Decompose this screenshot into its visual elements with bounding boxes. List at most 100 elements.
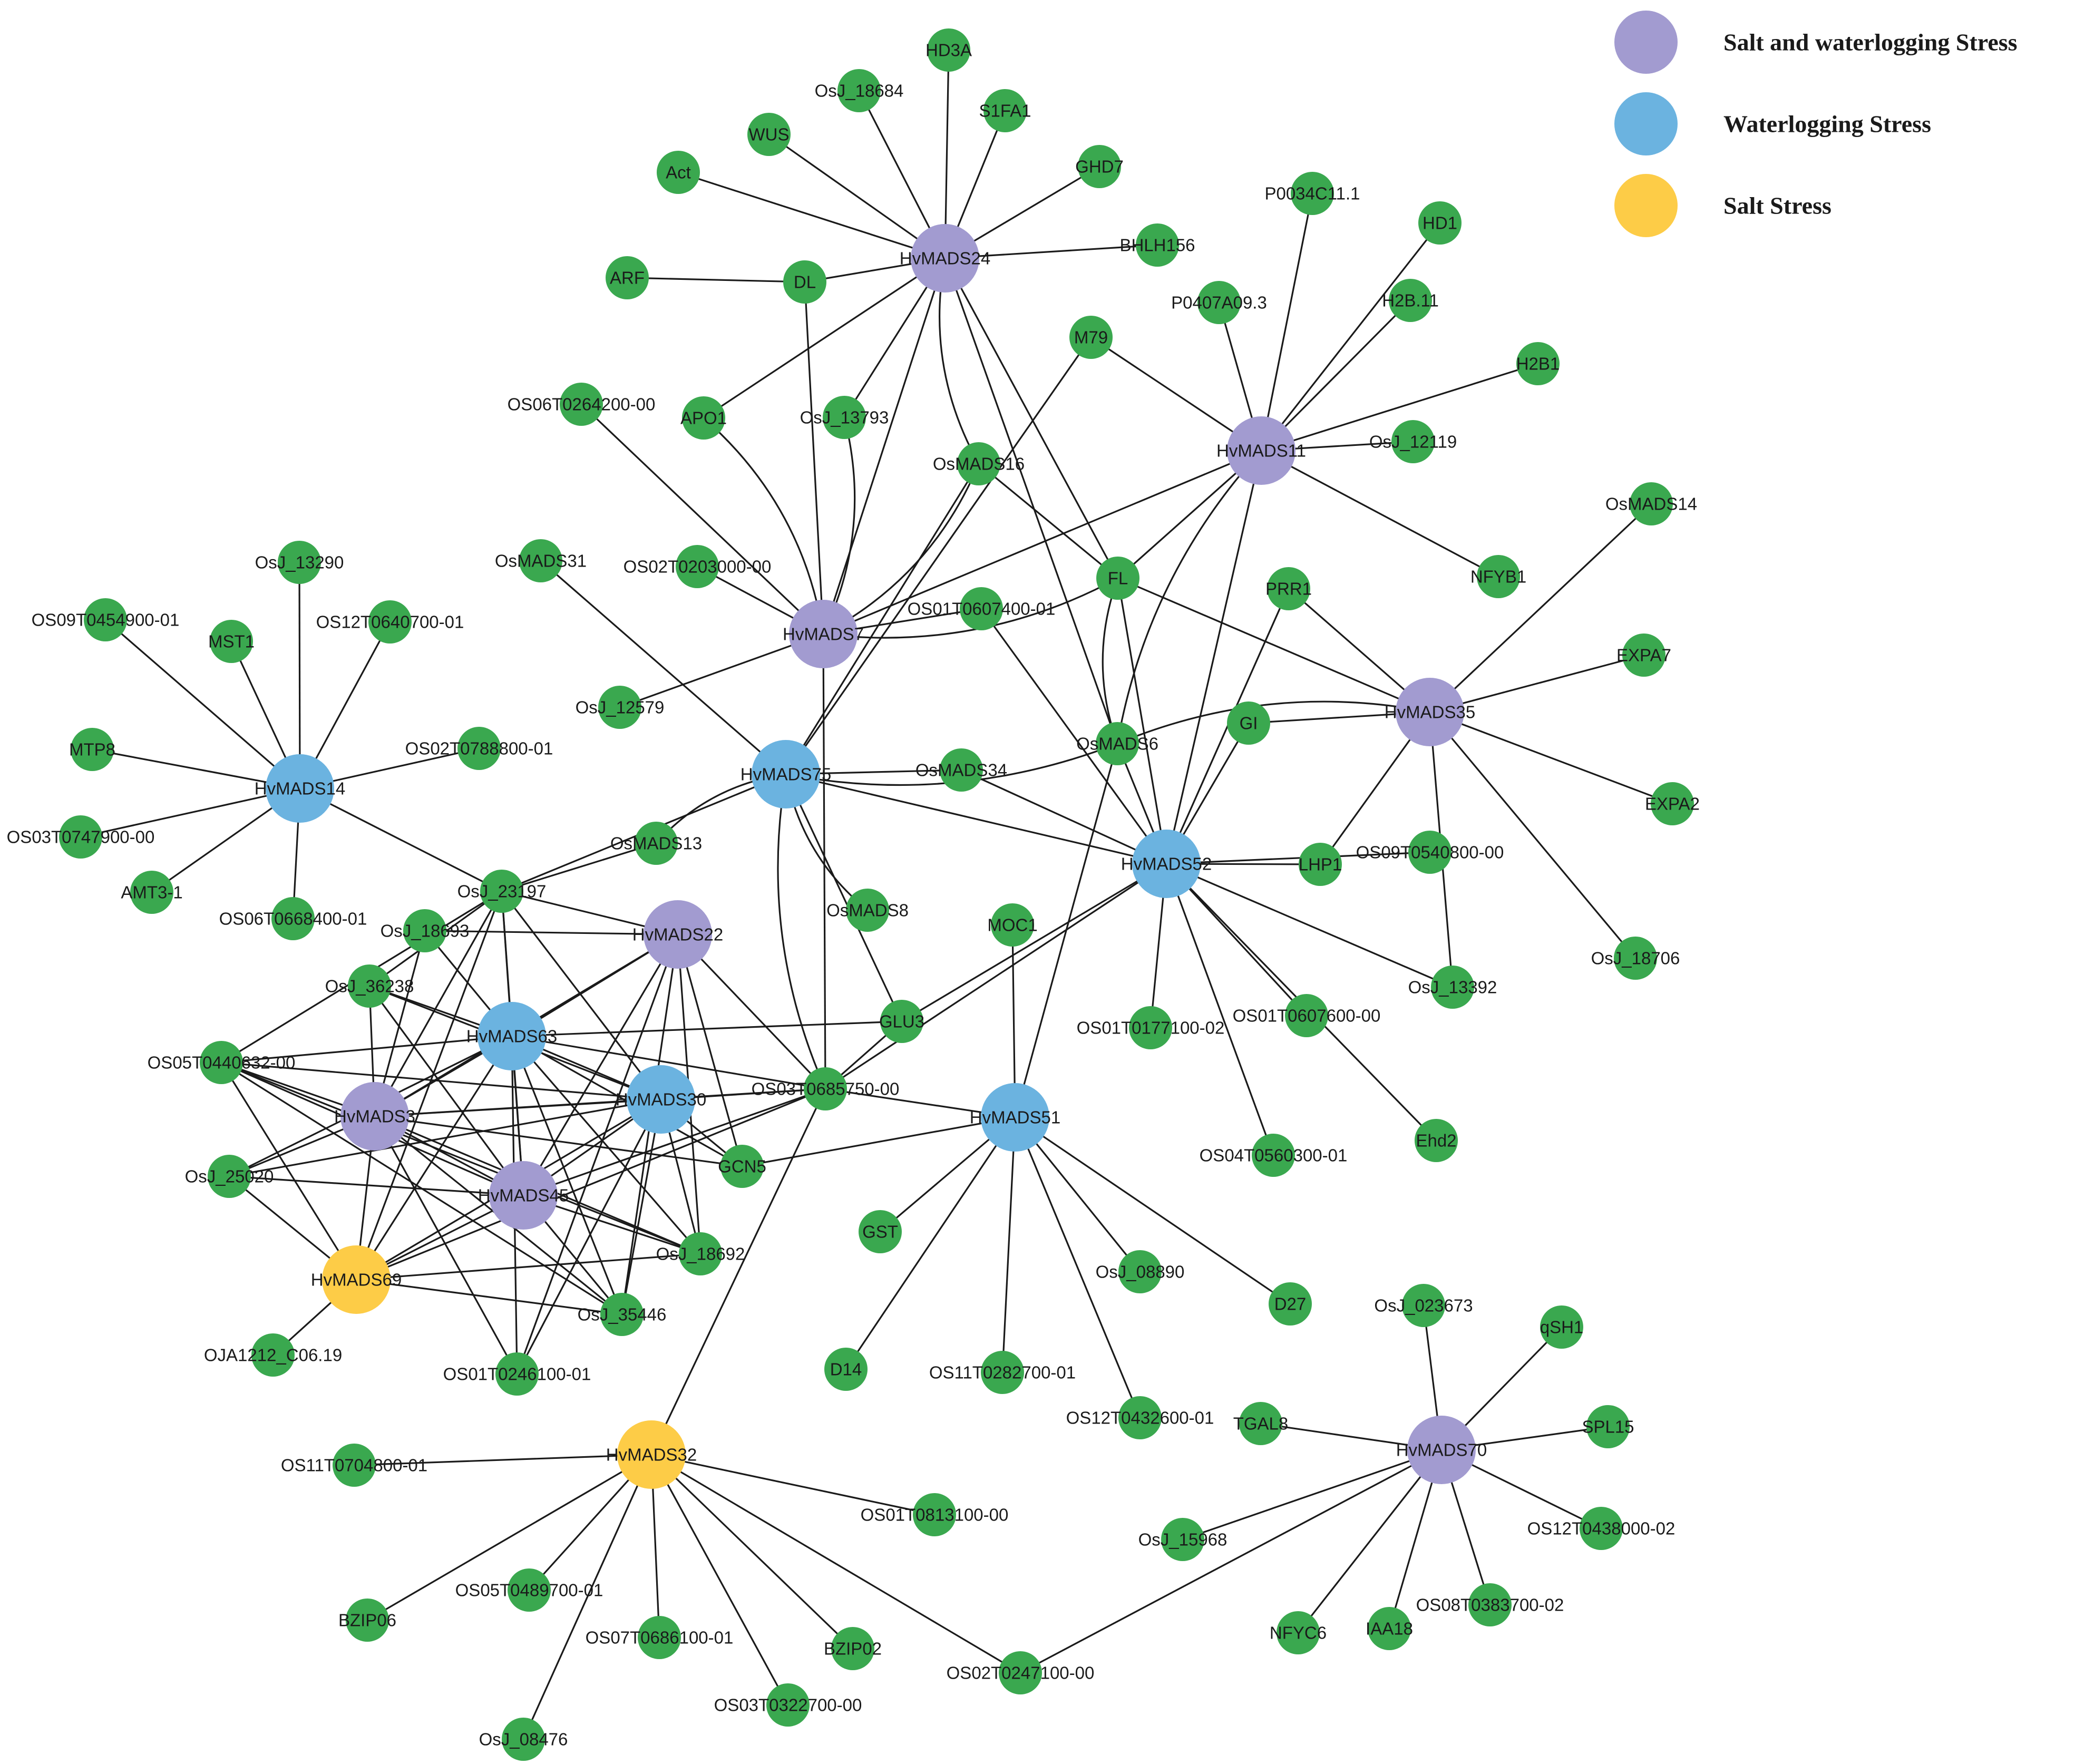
partner-node-os12t0640700-01[interactable]: OS12T0640700-01 [316, 600, 464, 644]
node-circle[interactable] [368, 600, 412, 644]
partner-node-ehd2[interactable]: Ehd2 [1415, 1119, 1458, 1162]
partner-node-bzip06[interactable]: BZIP06 [338, 1599, 396, 1642]
node-circle[interactable] [804, 1067, 847, 1110]
partner-node-ghd7[interactable]: GHD7 [1075, 145, 1124, 188]
partner-node-os11t0282700-01[interactable]: OS11T0282700-01 [929, 1351, 1076, 1394]
node-circle[interactable] [348, 964, 391, 1008]
partner-node-prr1[interactable]: PRR1 [1265, 567, 1312, 610]
partner-node-lhp1[interactable]: LHP1 [1299, 843, 1342, 886]
partner-node-osj-36238[interactable]: OsJ_36238 [325, 964, 414, 1008]
node-circle[interactable] [606, 256, 649, 299]
node-circle[interactable] [266, 754, 334, 823]
partner-node-spl15[interactable]: SPL15 [1582, 1405, 1634, 1448]
partner-node-os02t0203000-00[interactable]: OS02T0203000-00 [624, 545, 772, 588]
node-circle[interactable] [59, 815, 102, 859]
partner-node-os05t0440632-00[interactable]: OS05T0440632-00 [148, 1041, 296, 1084]
partner-node-s1fa1[interactable]: S1FA1 [979, 89, 1031, 132]
node-circle[interactable] [1069, 316, 1113, 359]
node-circle[interactable] [837, 69, 881, 112]
node-circle[interactable] [823, 396, 866, 439]
node-circle[interactable] [1431, 966, 1474, 1009]
node-circle[interactable] [1516, 342, 1560, 385]
node-circle[interactable] [1227, 416, 1295, 485]
partner-node-d14[interactable]: D14 [824, 1348, 868, 1391]
node-circle[interactable] [859, 1210, 902, 1253]
node-circle[interactable] [824, 1348, 868, 1391]
hub-node-hvmads63[interactable]: HvMADS63 [466, 1002, 557, 1070]
node-circle[interactable] [403, 909, 446, 952]
node-circle[interactable] [478, 1002, 546, 1070]
node-circle[interactable] [911, 224, 979, 293]
node-circle[interactable] [519, 539, 562, 582]
partner-node-osj-18706[interactable]: OsJ_18706 [1591, 937, 1680, 980]
partner-node-osj-08476[interactable]: OsJ_08476 [479, 1718, 568, 1761]
node-circle[interactable] [1078, 145, 1121, 188]
partner-node-os11t0704800-01[interactable]: OS11T0704800-01 [281, 1444, 427, 1487]
partner-node-expa2[interactable]: EXPA2 [1645, 782, 1700, 825]
partner-node-os01t0813100-00[interactable]: OS01T0813100-00 [861, 1493, 1009, 1536]
partner-node-osmads14[interactable]: OsMADS14 [1605, 482, 1697, 525]
node-circle[interactable] [991, 903, 1034, 947]
node-circle[interactable] [846, 889, 889, 932]
node-circle[interactable] [1477, 555, 1520, 598]
partner-node-wus[interactable]: WUS [747, 113, 791, 156]
partner-node-qsh1[interactable]: qSH1 [1540, 1305, 1584, 1349]
node-circle[interactable] [495, 1352, 539, 1396]
partner-node-osj-13290[interactable]: OsJ_13290 [255, 541, 344, 584]
node-circle[interactable] [333, 1444, 376, 1487]
hub-node-hvmads30[interactable]: HvMADS30 [616, 1065, 706, 1134]
node-circle[interactable] [1630, 482, 1673, 525]
node-circle[interactable] [1132, 830, 1201, 898]
partner-node-act[interactable]: Act [657, 151, 700, 194]
node-circle[interactable] [644, 900, 712, 969]
partner-node-osj-12579[interactable]: OsJ_12579 [576, 686, 665, 729]
node-circle[interactable] [84, 598, 127, 641]
partner-node-osmads6[interactable]: OsMADS6 [1076, 722, 1158, 765]
partner-node-os02t0788800-01[interactable]: OS02T0788800-01 [405, 727, 553, 770]
node-circle[interactable] [271, 897, 315, 940]
partner-node-osj-18684[interactable]: OsJ_18684 [815, 69, 904, 112]
node-circle[interactable] [346, 1599, 389, 1642]
node-circle[interactable] [747, 113, 791, 156]
partner-node-osj-023673[interactable]: OsJ_023673 [1374, 1284, 1473, 1327]
node-circle[interactable] [1651, 782, 1694, 825]
node-circle[interactable] [1269, 1282, 1312, 1326]
partner-node-os09t0454900-01[interactable]: OS09T0454900-01 [32, 598, 180, 641]
node-circle[interactable] [1227, 701, 1270, 745]
node-circle[interactable] [617, 1420, 686, 1489]
node-circle[interactable] [251, 1333, 295, 1377]
partner-node-tgal8[interactable]: TGAL8 [1233, 1402, 1289, 1445]
partner-node-hd3a[interactable]: HD3A [926, 28, 972, 72]
hub-node-hvmads35[interactable]: HvMADS35 [1385, 678, 1475, 746]
hub-node-hvmads7[interactable]: HvMADS7 [783, 600, 864, 668]
node-circle[interactable] [1277, 1611, 1320, 1654]
node-circle[interactable] [657, 151, 700, 194]
node-circle[interactable] [720, 1145, 764, 1188]
node-circle[interactable] [1407, 1416, 1476, 1484]
node-circle[interactable] [1267, 567, 1310, 610]
node-circle[interactable] [1299, 843, 1342, 886]
partner-node-d27[interactable]: D27 [1269, 1282, 1312, 1326]
node-circle[interactable] [981, 1083, 1049, 1152]
node-circle[interactable] [1096, 722, 1139, 765]
node-circle[interactable] [1239, 1402, 1282, 1445]
partner-node-osj-13392[interactable]: OsJ_13392 [1408, 966, 1497, 1009]
node-circle[interactable] [1252, 1134, 1295, 1177]
hub-node-hvmads24[interactable]: HvMADS24 [900, 224, 990, 293]
partner-node-m79[interactable]: M79 [1069, 316, 1113, 359]
hub-node-hvmads51[interactable]: HvMADS51 [970, 1083, 1060, 1152]
partner-node-fl[interactable]: FL [1096, 557, 1139, 600]
node-circle[interactable] [1586, 1405, 1630, 1448]
partner-node-h2b1[interactable]: H2B1 [1516, 342, 1560, 385]
partner-node-os05t0489700-01[interactable]: OS05T0489700-01 [455, 1568, 603, 1612]
node-circle[interactable] [508, 1568, 551, 1612]
node-circle[interactable] [752, 740, 820, 808]
node-circle[interactable] [1396, 678, 1464, 746]
node-circle[interactable] [1415, 1119, 1458, 1162]
partner-node-osj-18692[interactable]: OsJ_18692 [656, 1232, 745, 1275]
node-circle[interactable] [208, 1155, 251, 1198]
partner-node-os06t0264200-00[interactable]: OS06T0264200-00 [508, 383, 656, 426]
partner-node-mst1[interactable]: MST1 [208, 620, 255, 663]
node-circle[interactable] [999, 1651, 1042, 1694]
partner-node-os01t0607400-01[interactable]: OS01T0607400-01 [908, 587, 1056, 630]
